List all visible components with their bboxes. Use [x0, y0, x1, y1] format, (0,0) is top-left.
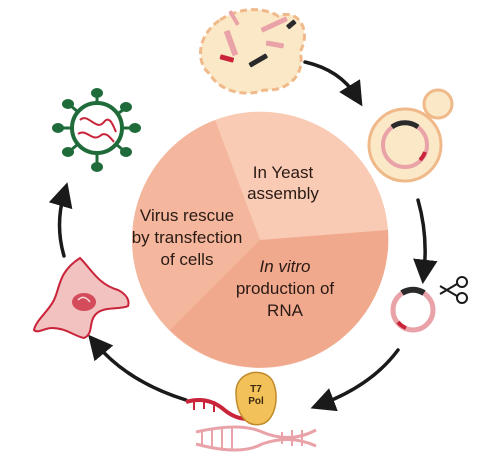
polymerase-label-line-1: T7: [250, 384, 262, 395]
pie-segment-yeast: [215, 111, 388, 240]
pie-segment-invitro: [170, 230, 389, 368]
plasmid-scissors-icon: [390, 276, 468, 333]
arrow-plasmid-to-polymerase: [310, 348, 400, 412]
arrow-cell-to-virus: [48, 182, 73, 258]
segment-invitro-line-1: In vitro: [259, 257, 310, 276]
segment-invitro-line-2: production of: [236, 279, 335, 298]
polymerase-label-line-2: Pol: [248, 396, 264, 407]
segment-yeast-line-1: In Yeast: [253, 163, 314, 182]
segment-yeast-line-2: assembly: [247, 184, 319, 203]
pie-segment-rescue: [132, 120, 260, 330]
arrow-polymerase-to-cell: [88, 334, 188, 402]
segment-rescue-line-1: Virus rescue: [140, 206, 234, 225]
arrow-fragments-to-yeast: [303, 60, 363, 107]
scissors-icon: [439, 276, 468, 304]
segment-invitro-line-3: RNA: [267, 301, 304, 320]
yeast-cell-icon: [367, 88, 454, 183]
virus-icon: [52, 88, 141, 172]
dna-fragments-icon: [199, 8, 306, 95]
segment-rescue-line-3: of cells: [161, 250, 214, 269]
arrow-yeast-to-plasmid: [413, 198, 438, 285]
host-cell-icon: [32, 256, 130, 340]
segment-rescue-line-2: by transfection: [132, 228, 243, 247]
t7-polymerase-icon: T7 Pol: [185, 371, 317, 452]
center-pie: In Yeast assembly In vitro production of…: [132, 111, 389, 368]
cycle-arrows: [48, 60, 438, 412]
